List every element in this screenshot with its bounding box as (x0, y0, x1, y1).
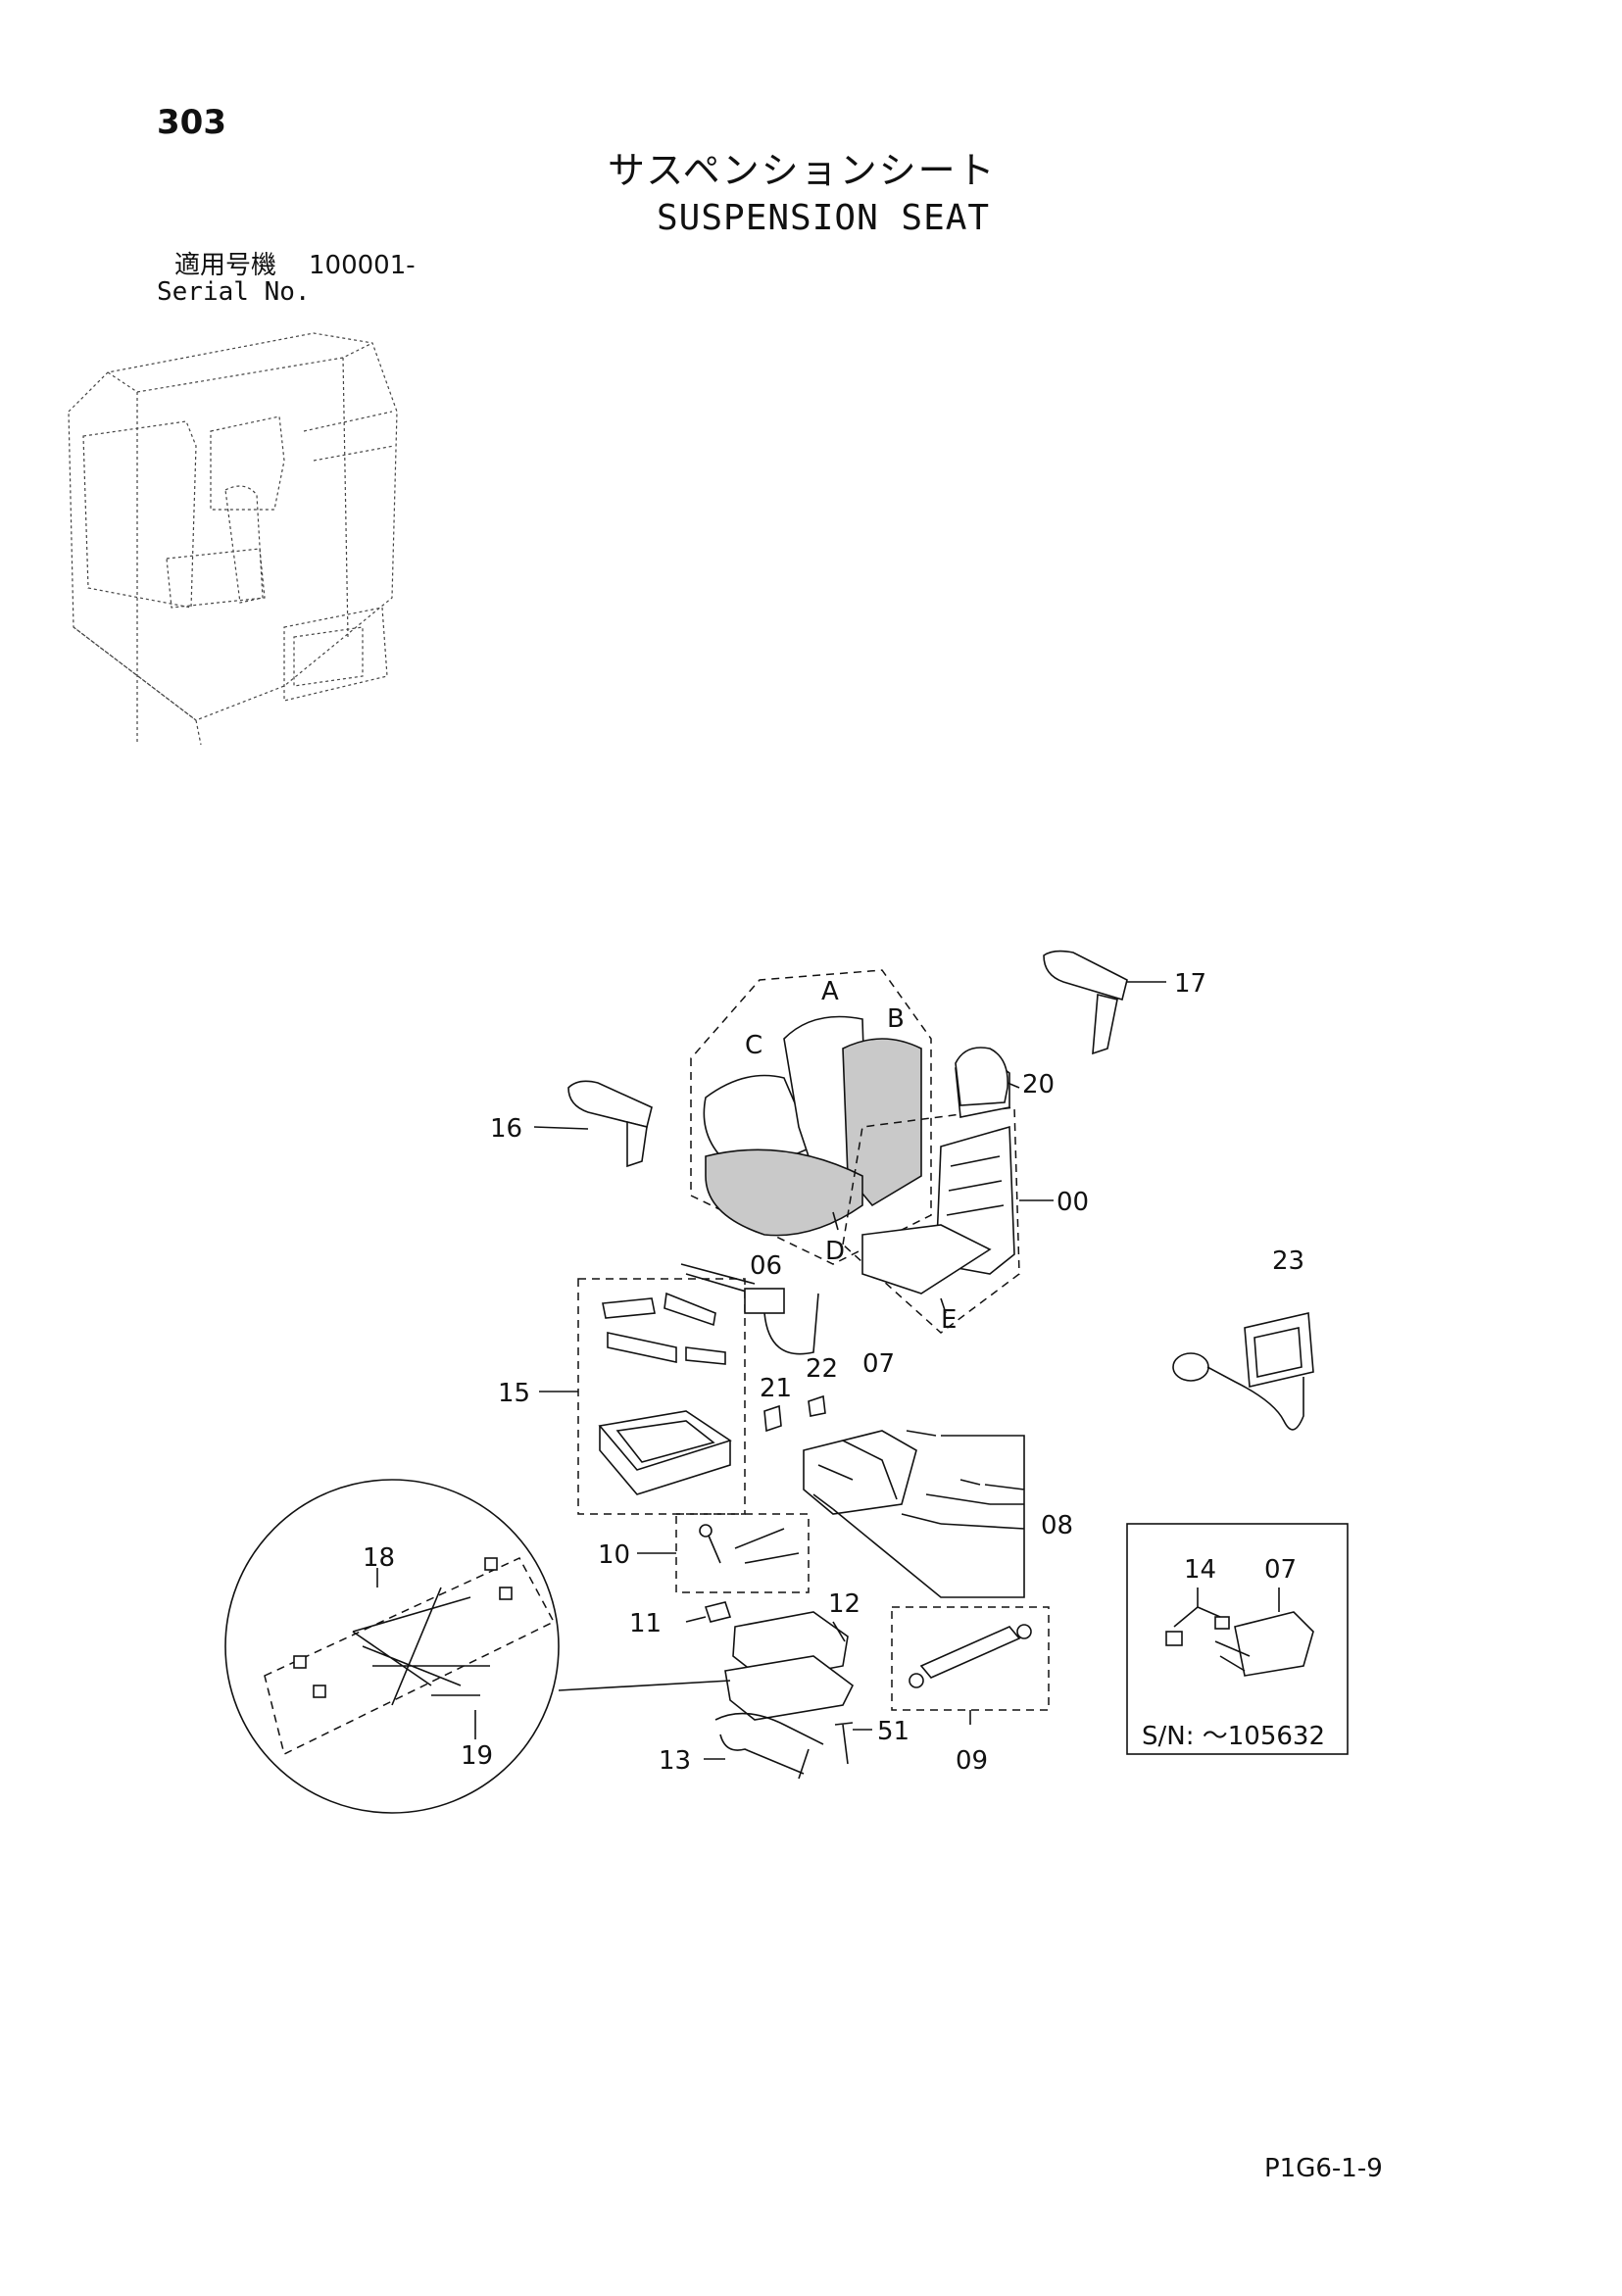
springs (812, 1430, 1025, 1598)
suspension-lower (724, 1655, 855, 1721)
title-japanese: サスペンションシート (608, 149, 997, 192)
footer-code: P1G6-1-9 (1264, 2154, 1383, 2183)
handle-lever (714, 1712, 824, 1780)
callout-12: 12 (828, 1589, 860, 1619)
callout-00: 00 (1057, 1188, 1089, 1217)
inset-serial-note: S/N: ～105632 (1142, 1722, 1325, 1751)
serial-label-english: Serial No. (157, 277, 311, 307)
callout-07: 07 (862, 1349, 895, 1379)
callout-19: 19 (461, 1741, 493, 1771)
detail-view (224, 1479, 731, 1814)
callout-15: 15 (498, 1379, 530, 1408)
callout-22: 22 (806, 1354, 838, 1384)
cable (680, 1263, 819, 1355)
suspension-mechanism (763, 1394, 917, 1515)
title-english: SUSPENSION SEAT (657, 198, 991, 238)
callout-13: 13 (659, 1746, 691, 1776)
leader-lines (376, 981, 1166, 1760)
callout-06: 06 (750, 1251, 782, 1281)
callout-08: 08 (1041, 1511, 1073, 1540)
slide-rail-group (577, 1278, 746, 1515)
adjuster-group (675, 1513, 810, 1593)
armrest-right (1043, 950, 1128, 1055)
callout-09: 09 (956, 1746, 988, 1776)
callout-51: 51 (877, 1717, 909, 1746)
callout-18: 18 (363, 1543, 395, 1573)
callout-23: 23 (1272, 1246, 1304, 1276)
callout-e: E (941, 1305, 957, 1335)
bolt (834, 1722, 854, 1765)
headrest (955, 1047, 1008, 1106)
callout-14: 14 (1184, 1555, 1216, 1585)
callout-11: 11 (629, 1609, 662, 1638)
page-number: 303 (157, 103, 226, 142)
lumbar-pump (1172, 1312, 1314, 1431)
callout-20: 20 (1022, 1070, 1055, 1099)
callout-21: 21 (760, 1374, 792, 1403)
damper-group (891, 1606, 1050, 1711)
inset-box (1126, 1523, 1349, 1755)
armrest-left (567, 1080, 653, 1168)
callout-d: D (825, 1237, 845, 1266)
serial-label-japanese: 適用号機 (174, 251, 277, 280)
callout-17: 17 (1174, 969, 1206, 999)
callout-16: 16 (490, 1114, 522, 1144)
callout-07-inset: 07 (1264, 1555, 1297, 1585)
lever-bracket (704, 1601, 732, 1623)
cab-overview-illustration (68, 332, 398, 746)
callout-b: B (887, 1004, 905, 1034)
serial-range: 100001- (309, 251, 416, 280)
callout-c: C (745, 1031, 762, 1060)
callout-10: 10 (598, 1540, 630, 1570)
callout-a: A (821, 977, 839, 1006)
seat-cushion-group (690, 969, 932, 1265)
